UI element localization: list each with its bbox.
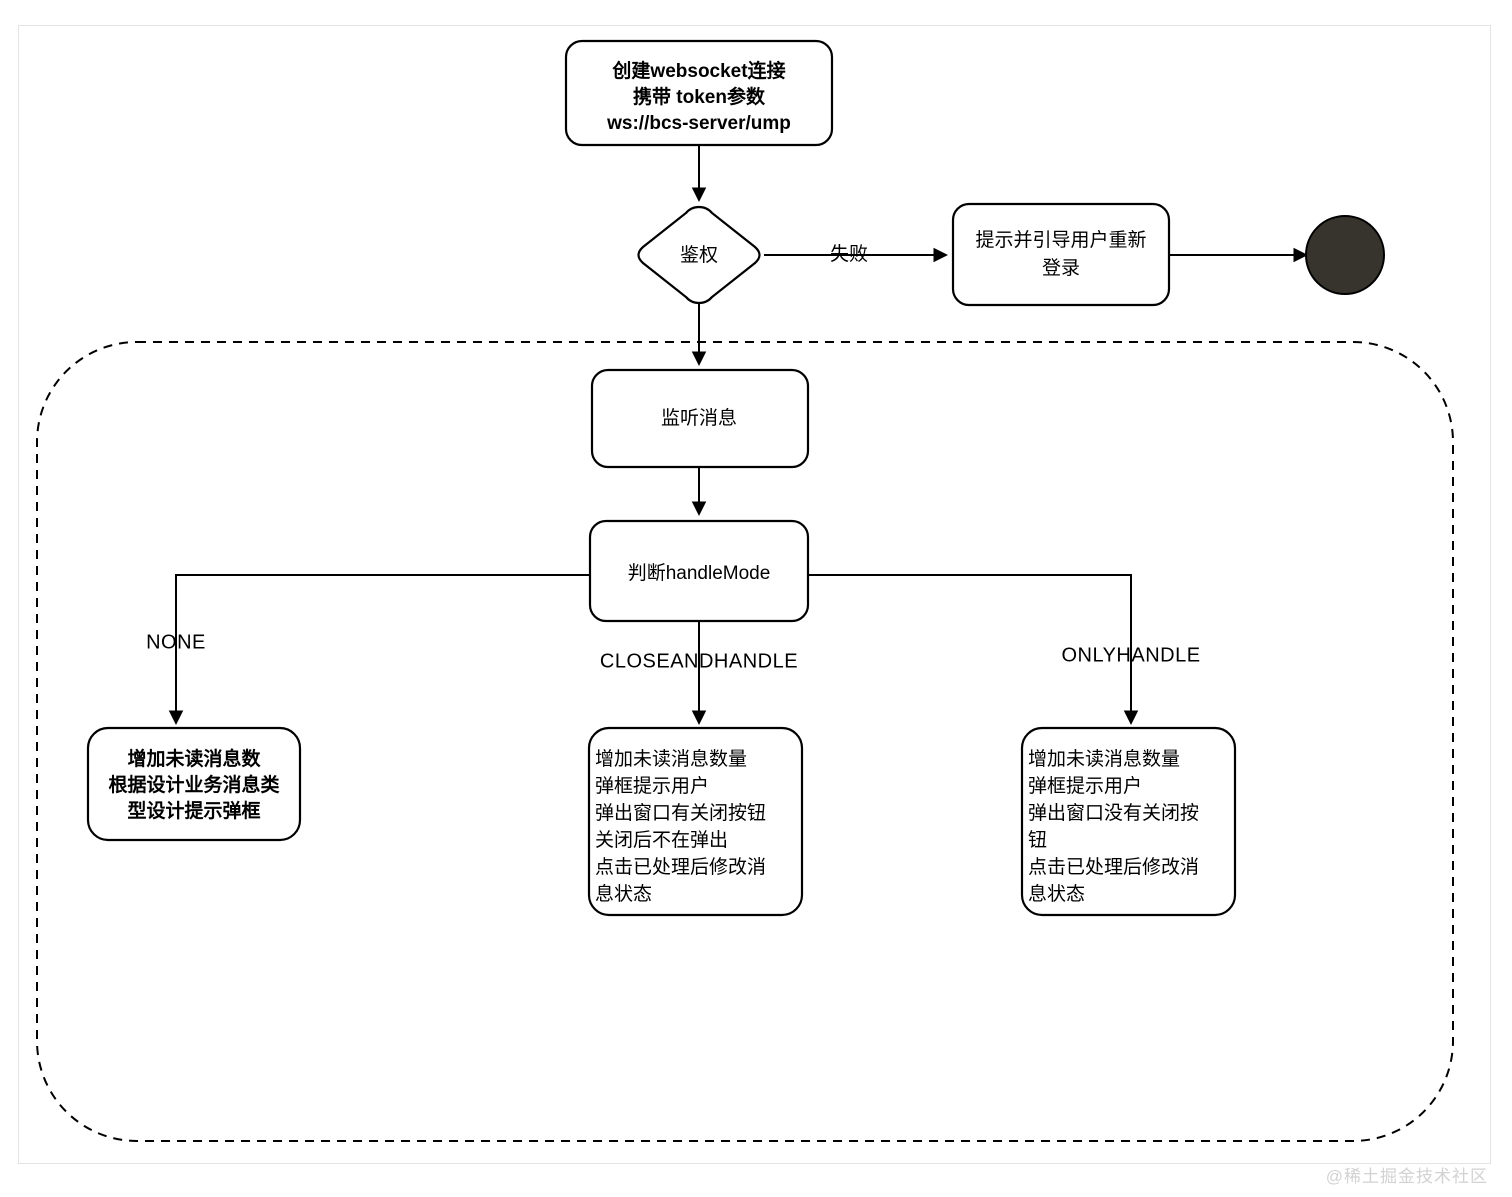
- node-onlyhandle-result-line-1: 增加未读消息数量: [1028, 748, 1180, 770]
- node-create-websocket-line-1: 创建websocket连接: [611, 59, 785, 82]
- node-prompt-relogin-line-2: 登录: [1042, 257, 1080, 279]
- node-create-websocket[interactable]: 创建websocket连接 携带 token参数 ws://bcs-server…: [564, 39, 834, 147]
- branch-label-none: NONE: [146, 631, 206, 653]
- branch-label-onlyhandle: ONLYHANDLE: [1061, 644, 1200, 666]
- node-listen-message-label: 监听消息: [661, 407, 737, 429]
- node-auth-decision[interactable]: 鉴权: [637, 205, 761, 305]
- node-closeandhandle-result[interactable]: 增加未读消息数量 弹框提示用户 弹出窗口有关闭按钮 关闭后不在弹出 点击已处理后…: [587, 726, 804, 917]
- branch-label-closeandhandle: CLOSEANDHANDLE: [600, 650, 798, 672]
- node-closeandhandle-result-line-2: 弹框提示用户: [595, 775, 709, 797]
- node-onlyhandle-result-line-6: 息状态: [1028, 883, 1085, 905]
- node-onlyhandle-result-line-2: 弹框提示用户: [1028, 775, 1142, 797]
- edge-handlemode-to-none: [168, 574, 590, 725]
- node-onlyhandle-result-line-3: 弹出窗口没有关闭按: [1028, 802, 1199, 824]
- node-prompt-relogin-line-1: 提示并引导用户重新: [975, 229, 1146, 251]
- node-none-result-line-1: 增加未读消息数: [127, 747, 261, 770]
- node-create-websocket-line-3: ws://bcs-server/ump: [606, 113, 791, 134]
- message-handling-group-container: [36, 341, 1454, 1142]
- node-onlyhandle-result-line-4: 钮: [1028, 829, 1047, 851]
- node-closeandhandle-result-line-1: 增加未读消息数量: [595, 748, 747, 770]
- node-none-result[interactable]: 增加未读消息数 根据设计业务消息类 型设计提示弹框: [86, 726, 302, 842]
- node-closeandhandle-result-line-6: 息状态: [595, 883, 652, 905]
- node-none-result-line-3: 型设计提示弹框: [127, 799, 260, 822]
- edge-handlemode-to-onlyhandle: [808, 574, 1139, 725]
- node-create-websocket-line-2: 携带 token参数: [633, 85, 766, 108]
- node-judge-handlemode[interactable]: 判断handleMode: [588, 519, 810, 623]
- node-onlyhandle-result[interactable]: 增加未读消息数量 弹框提示用户 弹出窗口没有关闭按 钮 点击已处理后修改消 息状…: [1020, 726, 1237, 917]
- node-closeandhandle-result-line-3: 弹出窗口有关闭按钮: [595, 802, 766, 824]
- node-prompt-relogin[interactable]: 提示并引导用户重新 登录: [951, 202, 1171, 307]
- node-closeandhandle-result-line-4: 关闭后不在弹出: [595, 829, 728, 851]
- edge-label-auth-fail: 失败: [830, 243, 868, 265]
- node-judge-handlemode-label: 判断handleMode: [628, 562, 771, 584]
- node-auth-decision-label: 鉴权: [680, 244, 718, 266]
- node-none-result-line-2: 根据设计业务消息类: [108, 773, 279, 796]
- watermark-text: @稀土掘金技术社区: [1325, 1167, 1488, 1186]
- node-listen-message[interactable]: 监听消息: [590, 368, 810, 469]
- node-end-circle[interactable]: [1305, 215, 1385, 295]
- node-onlyhandle-result-line-5: 点击已处理后修改消: [1028, 856, 1199, 878]
- node-closeandhandle-result-line-5: 点击已处理后修改消: [595, 856, 766, 878]
